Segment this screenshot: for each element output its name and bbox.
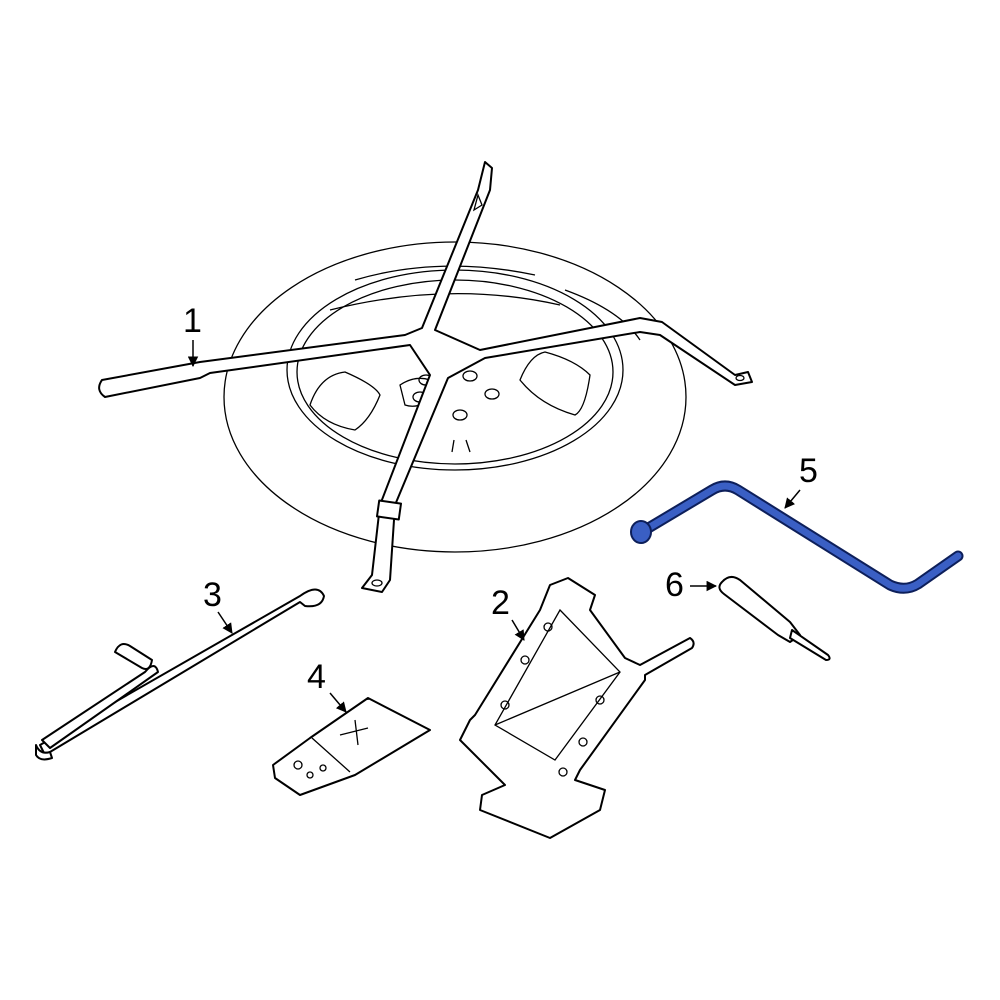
jack-base-plate[interactable] [272, 697, 431, 796]
callout-4[interactable]: 4 [307, 658, 326, 696]
jack-handle[interactable] [35, 588, 325, 761]
tie-down-strap[interactable] [98, 161, 753, 593]
lug-wrench-handle[interactable] [630, 480, 964, 594]
callout-2[interactable]: 2 [491, 584, 510, 622]
callout-3[interactable]: 3 [203, 576, 222, 614]
leader-arrows [187, 340, 801, 713]
callout-6[interactable]: 6 [665, 566, 684, 604]
screwdriver[interactable] [718, 576, 831, 661]
callout-1[interactable]: 1 [183, 302, 202, 340]
callout-5[interactable]: 5 [799, 452, 818, 490]
spare-tire[interactable] [223, 241, 687, 553]
scissor-jack[interactable] [459, 577, 695, 839]
